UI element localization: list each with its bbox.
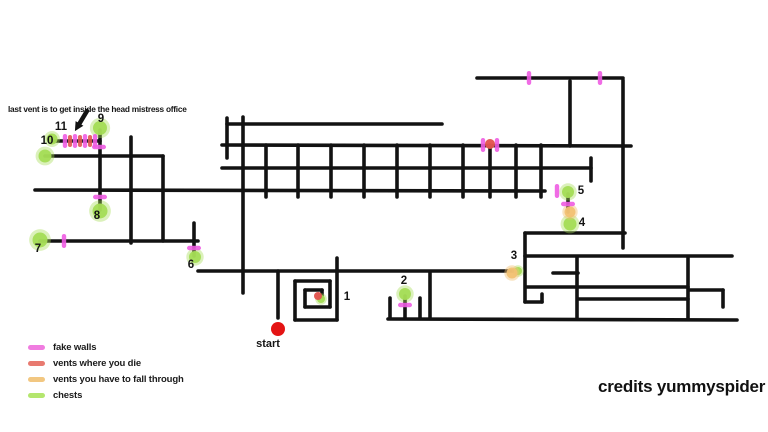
- legend: fake walls vents where you die vents you h…: [28, 342, 184, 406]
- fake-wall-marker: [92, 144, 106, 150]
- chest-marker: [32, 232, 48, 248]
- map-title-note: last vent is to get inside the head mist…: [8, 104, 187, 114]
- fake-wall-marker: [92, 134, 98, 148]
- fake-wall-marker: [61, 234, 67, 248]
- map-label-2: 2: [401, 275, 407, 287]
- chest-marker: [399, 288, 411, 300]
- map-label-11: 11: [55, 121, 68, 133]
- map-label-9: 9: [98, 113, 104, 125]
- legend-label: fake walls: [53, 342, 97, 353]
- chest-marker: [189, 251, 201, 263]
- map-label-6: 6: [188, 259, 194, 271]
- fake-wall-marker: [480, 138, 486, 152]
- legend-label: vents where you die: [53, 358, 141, 369]
- die-vent-dot: [314, 292, 322, 300]
- map-label-5: 5: [578, 185, 585, 197]
- map-label-4: 4: [579, 217, 586, 229]
- die-vent-marker: [78, 135, 82, 147]
- credits-text: credits yummyspider: [598, 377, 766, 396]
- fake-wall-marker: [398, 302, 412, 308]
- map-label-3: 3: [511, 250, 517, 262]
- chest-marker: [563, 217, 577, 231]
- map-label-7: 7: [35, 243, 41, 255]
- chest-marker: [38, 149, 52, 163]
- chest-marker: [562, 186, 574, 198]
- fake-wall-marker: [62, 134, 68, 148]
- fake-wall-marker: [597, 71, 603, 85]
- map-label-8: 8: [94, 210, 101, 222]
- fall-vent-marker: [506, 267, 518, 279]
- legend-swatch-icon: [28, 345, 45, 350]
- map-label-10: 10: [41, 135, 54, 147]
- fake-wall-marker: [187, 245, 201, 251]
- chest-marker: [93, 121, 107, 135]
- legend-row-0: fake walls: [28, 342, 184, 353]
- legend-label: chests: [53, 390, 83, 401]
- fake-wall-marker: [72, 134, 78, 148]
- fake-wall-marker: [526, 71, 532, 85]
- legend-label: vents you have to fall through: [53, 374, 184, 385]
- legend-row-1: vents where you die: [28, 358, 184, 369]
- chest-marker: [46, 133, 58, 145]
- start-dot: [271, 322, 285, 336]
- map-label-start: start: [256, 338, 280, 350]
- fake-wall-marker: [554, 184, 560, 198]
- fake-wall-marker: [561, 201, 575, 207]
- legend-swatch-icon: [28, 377, 45, 382]
- legend-row-3: chests: [28, 390, 184, 401]
- legend-row-2: vents you have to fall through: [28, 374, 184, 385]
- die-vent-marker: [68, 135, 72, 147]
- legend-swatch-icon: [28, 393, 45, 398]
- die-vent-dot: [485, 139, 495, 149]
- wall-segment: [220, 143, 633, 148]
- legend-swatch-icon: [28, 361, 45, 366]
- die-vent-marker: [88, 135, 92, 147]
- wall-segment: [33, 188, 547, 193]
- chest-marker: [92, 203, 108, 219]
- fake-wall-marker: [494, 138, 500, 152]
- wall-segment: [386, 317, 739, 322]
- fake-wall-marker: [82, 134, 88, 148]
- map-label-1: 1: [344, 291, 351, 303]
- fall-vent-marker: [564, 206, 576, 218]
- fake-wall-marker: [93, 194, 107, 200]
- arrow-icon-head: [74, 121, 84, 132]
